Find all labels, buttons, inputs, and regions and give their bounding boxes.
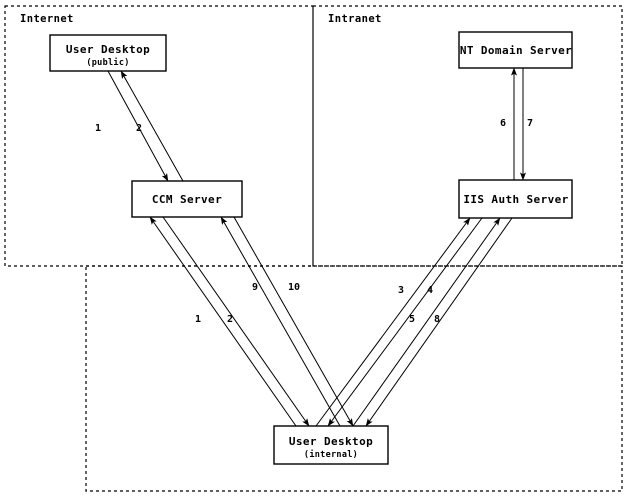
node-user-desktop-internal[interactable]: User Desktop(internal) [273,425,389,465]
node-nt-domain-server[interactable]: NT Domain Server [458,31,573,69]
flow-step-label-flow-4: 4 [427,285,433,296]
flow-arrow-flow-2-internal [162,216,310,427]
flow-arrow-flow-1-public [107,70,169,182]
flow-step-label-flow-8: 8 [434,314,440,325]
node-title-user-desktop-public: User Desktop [66,43,150,56]
flow-arrow-flow-10 [233,216,354,427]
flow-step-label-flow-10: 10 [288,282,300,293]
node-title-ccm-server: CCM Server [152,193,222,206]
flow-step-label-flow-5: 5 [409,314,415,325]
zone-internal-lan [85,265,623,492]
node-title-nt-domain-server: NT Domain Server [460,44,572,57]
node-box-user-desktop-internal[interactable] [273,425,389,465]
flow-arrow-flow-5 [352,217,501,427]
flow-arrow-flow-2-public [120,70,184,182]
node-ccm-server[interactable]: CCM Server [131,180,243,218]
flow-step-label-flow-9: 9 [252,282,258,293]
flow-step-label-flow-7: 7 [527,118,533,129]
node-user-desktop-public[interactable]: User Desktop(public) [49,34,167,72]
flow-arrow-flow-1-internal [149,216,297,427]
flow-step-label-flow-2-public: 2 [136,123,142,134]
node-box-user-desktop-public[interactable] [49,34,167,72]
node-box-ccm-server[interactable] [131,180,243,218]
flows-layer [107,67,526,427]
node-box-nt-domain-server[interactable] [458,31,573,69]
node-subtitle-user-desktop-internal: (internal) [304,449,358,460]
flow-arrow-flow-9 [220,216,341,427]
flow-step-label-flow-6: 6 [500,118,506,129]
flow-step-label-flow-1-internal: 1 [195,314,201,325]
flow-step-label-flow-2-internal: 2 [227,314,233,325]
flow-labels-layer: 1 2 1 2 9 10 3 4 5 8 6 7 [95,118,533,325]
node-iis-auth-server[interactable]: IIS Auth Server [458,179,573,219]
flow-arrow-flow-4 [327,217,483,427]
flow-step-label-flow-1-public: 1 [95,123,101,134]
flow-arrow-flow-3 [315,217,471,427]
node-title-user-desktop-internal: User Desktop [289,435,373,448]
node-box-iis-auth-server[interactable] [458,179,573,219]
zone-label-intranet: Intranet [328,13,382,25]
flow-step-label-flow-3: 3 [398,285,404,296]
node-title-iis-auth-server: IIS Auth Server [463,193,568,206]
zone-intranet [312,5,623,267]
zone-label-internet: Internet [20,13,74,25]
node-subtitle-user-desktop-public: (public) [86,57,129,68]
zones-layer: Internet Intranet [4,5,623,492]
flow-arrow-flow-8 [365,217,513,427]
